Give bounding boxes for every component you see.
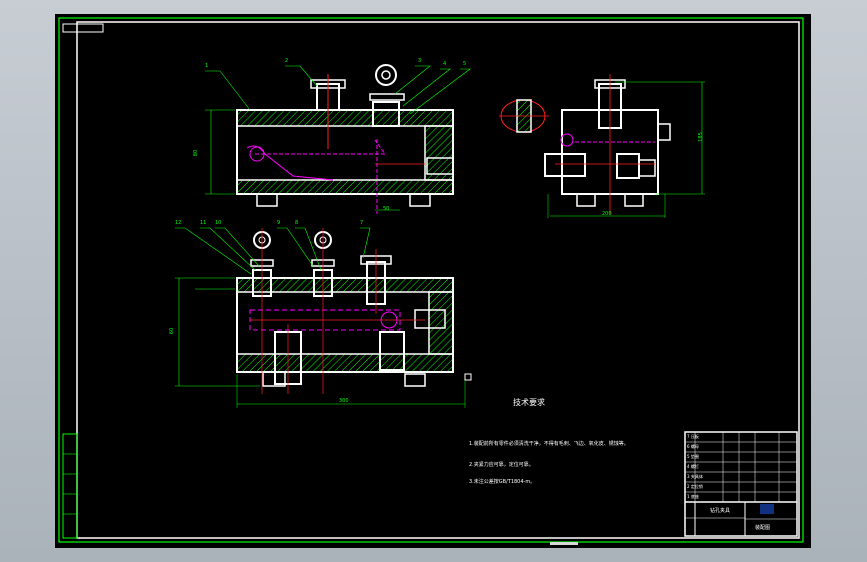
technical-requirements-title: 技术要求 bbox=[513, 398, 545, 407]
top-left-tab bbox=[62, 23, 104, 33]
note-3: 3.未注公差按GB/T1804-m。 bbox=[469, 479, 536, 485]
bom-row-7: 7 压板 bbox=[687, 434, 699, 439]
marker-square bbox=[464, 373, 472, 381]
dim-top-width: 200 bbox=[602, 211, 612, 217]
top-view bbox=[175, 227, 466, 408]
inner-border bbox=[76, 21, 800, 539]
note-2: 2.夹紧力应可靠，定位可靠。 bbox=[469, 462, 534, 468]
balloon-2: 2 bbox=[285, 58, 289, 64]
side-view bbox=[499, 74, 705, 218]
bom-row-5: 5 垫圈 bbox=[687, 454, 699, 459]
title-block-drawing-no: 装配图 bbox=[755, 525, 771, 531]
balloon-7: 7 bbox=[360, 220, 364, 226]
dim-bottom-height: 60 bbox=[169, 327, 176, 335]
outer-border bbox=[58, 17, 804, 543]
balloon-11: 11 bbox=[200, 220, 207, 226]
dim-side-height: 185 bbox=[697, 132, 704, 142]
note-1: 1.装配前所有零件必须清洗干净，不得有毛刺、飞边、氧化皮、锈蚀等。 bbox=[469, 441, 629, 447]
left-strip-lines bbox=[63, 453, 77, 515]
balloon-4: 4 bbox=[443, 61, 447, 67]
cad-drawing bbox=[58, 17, 804, 543]
bom-row-1: 1 底座 bbox=[687, 494, 699, 499]
dim-front-height: 80 bbox=[193, 149, 200, 157]
dim-front-small: 50 bbox=[383, 206, 390, 212]
balloon-12: 12 bbox=[175, 220, 182, 226]
scroll-indicator[interactable] bbox=[550, 542, 578, 545]
left-strip bbox=[62, 433, 78, 539]
bom-row-4: 4 螺钉 bbox=[687, 464, 699, 469]
dim-bottom-width: 300 bbox=[339, 398, 349, 404]
balloon-9: 9 bbox=[277, 220, 281, 226]
bom-row-6: 6 螺母 bbox=[687, 444, 699, 449]
front-view bbox=[205, 64, 471, 214]
balloon-5: 5 bbox=[463, 61, 467, 67]
balloon-1: 1 bbox=[205, 63, 209, 69]
bom-row-2: 2 定位销 bbox=[687, 484, 703, 489]
drawing-sheet: 技术要求 1.装配前所有零件必须清洗干净，不得有毛刺、飞边、氧化皮、锈蚀等。 2… bbox=[55, 14, 811, 548]
balloon-10: 10 bbox=[215, 220, 222, 226]
balloon-3: 3 bbox=[418, 58, 422, 64]
bom-row-3: 3 夹具体 bbox=[687, 474, 703, 479]
balloon-8: 8 bbox=[295, 220, 299, 226]
title-block bbox=[684, 431, 798, 537]
title-block-name: 钻孔夹具 bbox=[710, 508, 731, 514]
